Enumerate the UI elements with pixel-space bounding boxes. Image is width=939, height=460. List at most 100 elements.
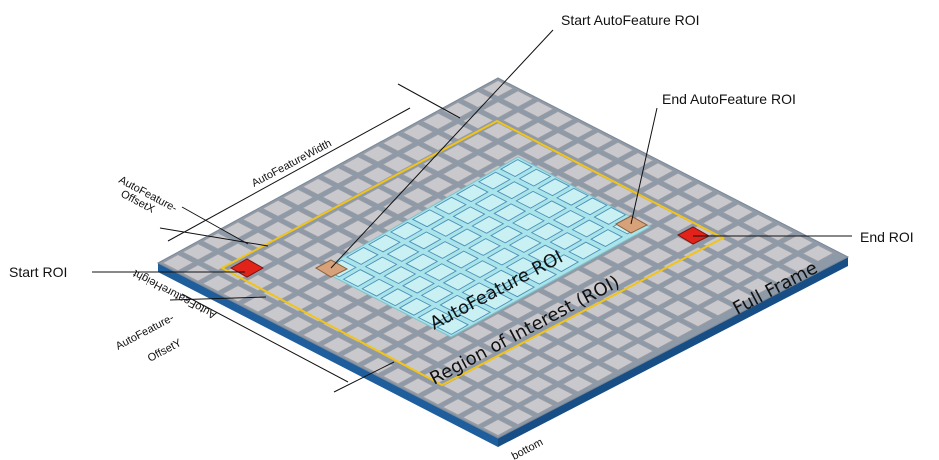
pixel-cell — [541, 301, 575, 319]
pixel-cell — [641, 268, 675, 286]
frame-edge-right — [498, 257, 848, 447]
pixel-cell — [601, 332, 635, 350]
autofeature-cell — [530, 222, 564, 241]
pixel-cell — [301, 178, 335, 196]
pixel-cell — [421, 133, 455, 151]
pixel-cell — [581, 364, 615, 382]
autofeature-cell — [471, 215, 505, 234]
dim-height-line — [181, 293, 349, 383]
pixel-cell — [301, 305, 335, 323]
pixel-cell — [581, 343, 615, 361]
pixel-cell — [481, 101, 515, 119]
pixel-cell — [621, 236, 655, 254]
roi-outline — [219, 119, 726, 387]
pixel-cell — [461, 345, 495, 363]
autofeature-cell — [468, 238, 501, 256]
pixel-cell — [581, 258, 615, 276]
pixel-cell — [621, 342, 655, 360]
autofeature-cell — [430, 218, 464, 237]
pixel-cell — [501, 302, 535, 320]
pixel-cell — [761, 266, 795, 284]
autofeature-cell — [502, 279, 536, 298]
autofeature-cell — [490, 225, 523, 244]
autofeature-cell — [420, 285, 454, 304]
pixel-cell — [421, 388, 455, 406]
autofeature-cell — [534, 200, 567, 219]
pixel-cell — [781, 234, 815, 252]
pixel-cell — [561, 142, 595, 160]
pixel-cell — [181, 243, 215, 261]
pixel-cell — [681, 204, 715, 222]
pixel-cell — [361, 314, 395, 332]
pixel-cell — [721, 288, 755, 306]
pixel-cell — [641, 162, 675, 180]
autofeature-cell — [527, 244, 561, 263]
pixel-cell — [621, 173, 655, 191]
pixel-cell — [441, 165, 475, 183]
autofeature-grid — [323, 159, 646, 335]
autofeature-cell — [380, 288, 413, 307]
autofeature-cell — [411, 209, 445, 228]
autofeature-cell — [424, 263, 457, 282]
pixel-cell — [501, 111, 535, 129]
pixel-cell — [661, 320, 695, 338]
autofeature-cell — [458, 304, 492, 323]
pixel-cell — [741, 235, 775, 253]
pixel-cell — [341, 198, 375, 216]
pixel-cell — [481, 418, 515, 436]
pixel-cell — [261, 199, 295, 217]
pixel-cell — [381, 155, 415, 173]
pixel-cell — [701, 278, 735, 296]
pixel-cell — [401, 335, 435, 353]
pixel-cell — [701, 235, 735, 253]
pixel-cell — [461, 133, 495, 151]
pixel-cell — [281, 252, 315, 270]
autofeature-cell — [493, 203, 527, 222]
pixel-cell — [661, 299, 695, 317]
pixel-cell — [521, 312, 555, 330]
label-autofeature-offsety-line2: OffsetY — [146, 337, 184, 365]
autofeature-cell — [508, 235, 542, 253]
autofeature-cell — [408, 231, 442, 250]
pixel-cell — [541, 365, 575, 383]
pixel-cell — [521, 100, 555, 118]
autofeature-cell — [449, 228, 483, 247]
pixel-cell — [461, 154, 495, 172]
pixel-cell — [481, 334, 515, 352]
pixel-cell — [501, 323, 535, 341]
dim-width-ext2 — [159, 227, 269, 247]
pixel-cell — [781, 255, 815, 273]
autofeature-cell — [345, 247, 379, 265]
pixel-cell — [341, 304, 375, 322]
pixel-cell — [801, 244, 835, 262]
label-start-autofeature-roi: Start AutoFeature ROI — [561, 12, 700, 28]
autofeature-cell — [446, 250, 479, 269]
start-autofeature-roi-marker — [314, 259, 349, 278]
end-autofeature-roi-marker — [614, 215, 649, 234]
autofeature-cell — [461, 282, 495, 301]
pixel-cell — [281, 231, 315, 249]
pixel-cell — [441, 398, 475, 416]
pixel-cell — [621, 321, 655, 339]
pixel-cell — [501, 386, 535, 404]
pixel-cell — [521, 354, 555, 372]
pixel-cell — [601, 311, 635, 329]
pixel-cell — [481, 376, 515, 394]
pixel-cell — [321, 230, 355, 248]
dim-width-line — [167, 107, 411, 242]
pixel-cell — [441, 334, 475, 352]
pixel-cell — [201, 274, 235, 292]
pixel-cell — [581, 300, 615, 318]
pixel-cell — [261, 284, 295, 302]
pixel-cell — [661, 257, 695, 275]
pixel-cell — [501, 90, 535, 108]
pixel-cell — [641, 289, 675, 307]
frame-edge-left — [158, 263, 498, 447]
pixel-cell — [621, 279, 655, 297]
autofeature-cell — [455, 184, 489, 203]
pixel-cell — [681, 267, 715, 285]
pixel-cell — [441, 144, 475, 162]
autofeature-cell — [417, 307, 451, 326]
pixel-cell — [601, 353, 635, 371]
pixel-cell — [341, 346, 375, 364]
